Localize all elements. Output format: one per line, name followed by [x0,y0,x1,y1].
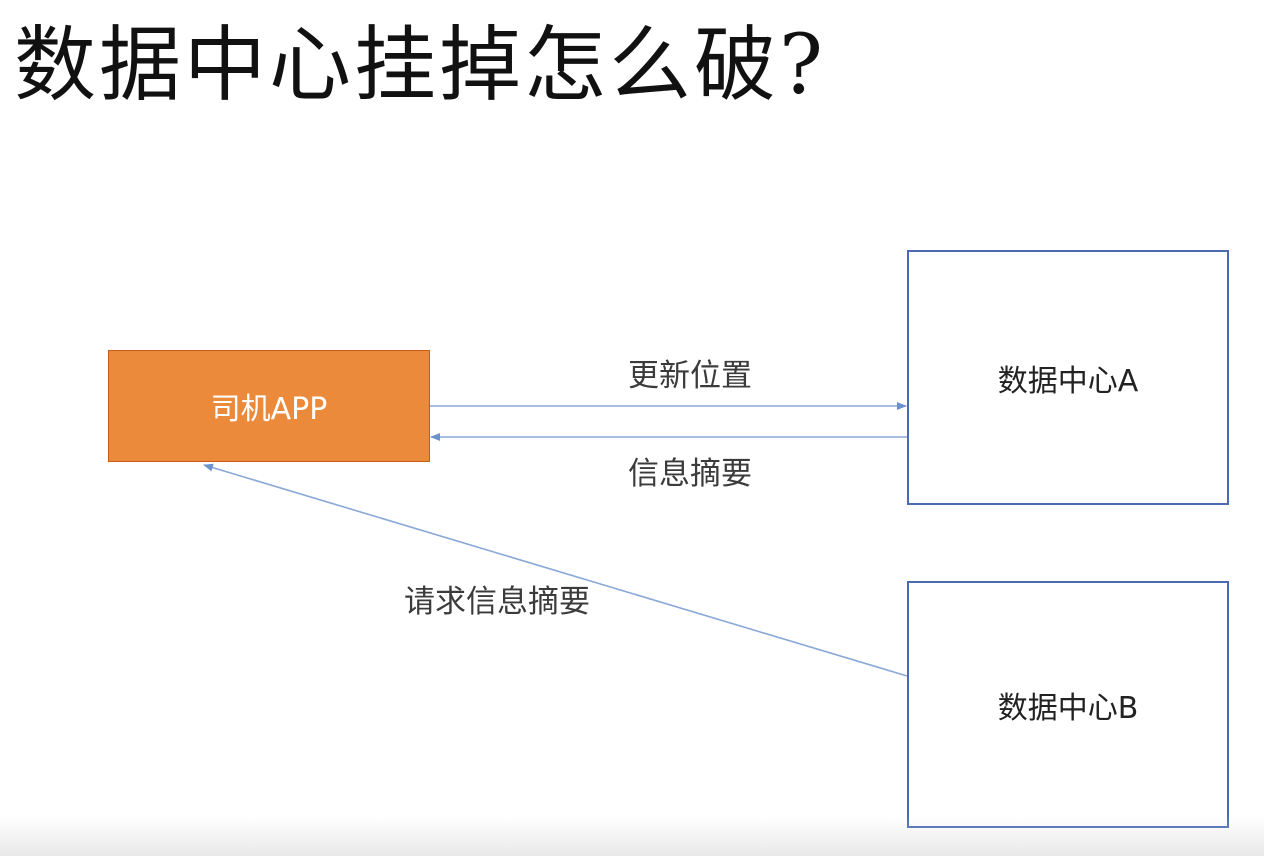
update-location-label: 更新位置 [628,358,752,394]
data-center-b-node: 数据中心B [907,581,1229,828]
data-center-a-node: 数据中心A [907,250,1229,505]
driver-app-node: 司机APP [108,350,430,462]
info-digest-label: 信息摘要 [628,456,752,492]
driver-app-label: 司机APP [210,392,328,427]
bottom-shade [0,816,1264,856]
arrow-request-digest [203,463,908,677]
data-center-a-label: 数据中心A [997,363,1139,399]
data-center-b-label: 数据中心B [997,690,1139,726]
request-digest-label: 请求信息摘要 [404,584,590,620]
slide-title: 数据中心挂掉怎么破? [14,18,826,113]
